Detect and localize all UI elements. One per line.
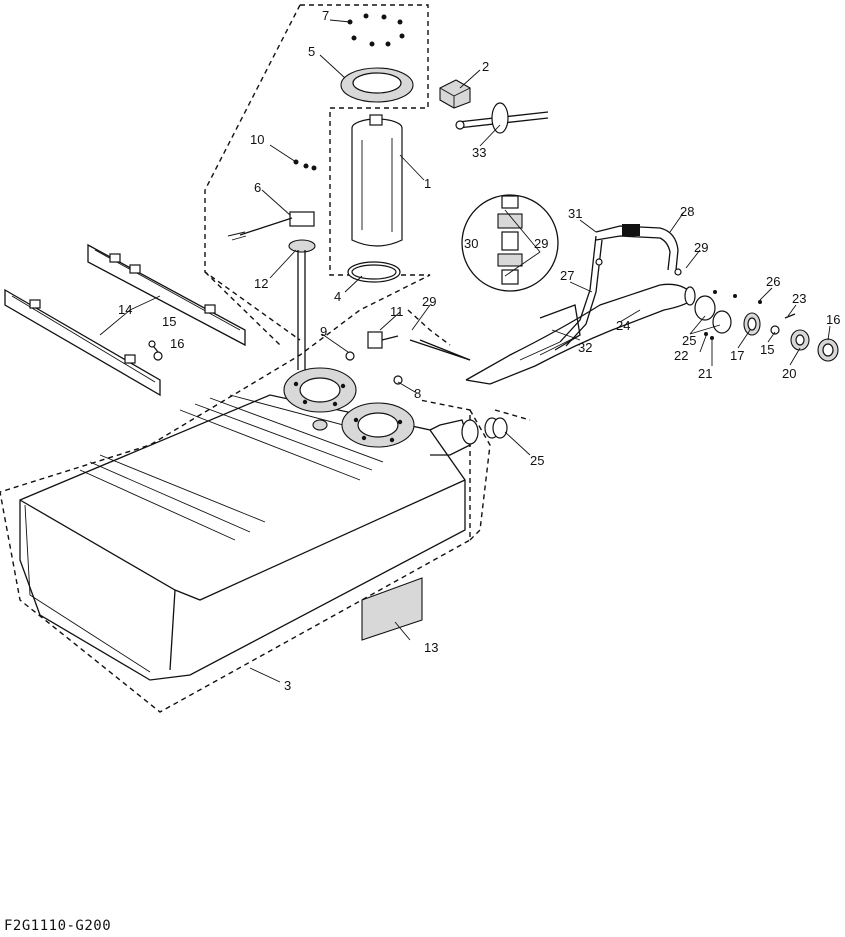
callout-29-inset: 29 bbox=[534, 236, 548, 251]
callout-labels: 7 5 2 33 1 10 6 12 4 14 15 16 9 11 29 8 … bbox=[118, 8, 840, 693]
cross-member-front bbox=[4, 288, 161, 397]
callout-20: 20 bbox=[782, 366, 796, 381]
callout-12: 12 bbox=[254, 276, 268, 291]
callout-9: 9 bbox=[320, 324, 327, 339]
callout-13: 13 bbox=[424, 640, 438, 655]
callout-17: 17 bbox=[730, 348, 744, 363]
callout-26: 26 bbox=[766, 274, 780, 289]
callout-15-right: 15 bbox=[760, 342, 774, 357]
bracket bbox=[439, 79, 471, 109]
callout-6: 6 bbox=[254, 180, 261, 195]
callout-7: 7 bbox=[322, 8, 329, 23]
callout-25-neck: 25 bbox=[530, 453, 544, 468]
leader-lines bbox=[99, 19, 831, 683]
callout-8: 8 bbox=[414, 386, 421, 401]
callout-15-left: 15 bbox=[162, 314, 176, 329]
grommet-tube bbox=[455, 102, 549, 134]
callout-31: 31 bbox=[568, 206, 582, 221]
retainer-ring bbox=[340, 67, 414, 103]
fuel-pump bbox=[351, 114, 403, 247]
bolt-nut-15-16 bbox=[148, 340, 163, 361]
callout-5: 5 bbox=[308, 44, 315, 59]
callout-4: 4 bbox=[334, 289, 341, 304]
callout-2: 2 bbox=[482, 59, 489, 74]
callout-33: 33 bbox=[472, 145, 486, 160]
detail-inset bbox=[461, 194, 559, 292]
callout-29-right: 29 bbox=[694, 240, 708, 255]
callout-30: 30 bbox=[464, 236, 478, 251]
hose-clamp bbox=[484, 417, 508, 439]
callout-27: 27 bbox=[560, 268, 574, 283]
assembly-boundaries bbox=[0, 4, 531, 713]
o-ring bbox=[347, 261, 401, 283]
cross-member-rear bbox=[87, 243, 246, 347]
vent-hoses bbox=[559, 224, 682, 347]
callout-11: 11 bbox=[390, 304, 404, 319]
callout-14: 14 bbox=[118, 302, 132, 317]
tank-flanges bbox=[283, 367, 415, 448]
filler-hose bbox=[419, 283, 696, 385]
callout-28: 28 bbox=[680, 204, 694, 219]
callout-22: 22 bbox=[674, 348, 688, 363]
label-plate bbox=[361, 577, 423, 641]
fuel-tank bbox=[19, 394, 479, 681]
drawing-code: F2G1110-G200 bbox=[4, 918, 112, 934]
callout-32: 32 bbox=[578, 340, 592, 355]
callout-21: 21 bbox=[698, 366, 712, 381]
callout-24: 24 bbox=[616, 318, 630, 333]
callout-29-mid: 29 bbox=[422, 294, 436, 309]
fuel-sender-unit bbox=[227, 159, 317, 370]
callout-16-left: 16 bbox=[170, 336, 184, 351]
vent-valve bbox=[345, 331, 471, 385]
bolts-set bbox=[347, 13, 405, 47]
callout-1: 1 bbox=[424, 176, 431, 191]
callout-16-right: 16 bbox=[826, 312, 840, 327]
callout-3: 3 bbox=[284, 678, 291, 693]
filler-cap-assembly bbox=[694, 290, 839, 362]
callout-10: 10 bbox=[250, 132, 264, 147]
callout-25-cap: 25 bbox=[682, 333, 696, 348]
callout-23: 23 bbox=[792, 291, 806, 306]
